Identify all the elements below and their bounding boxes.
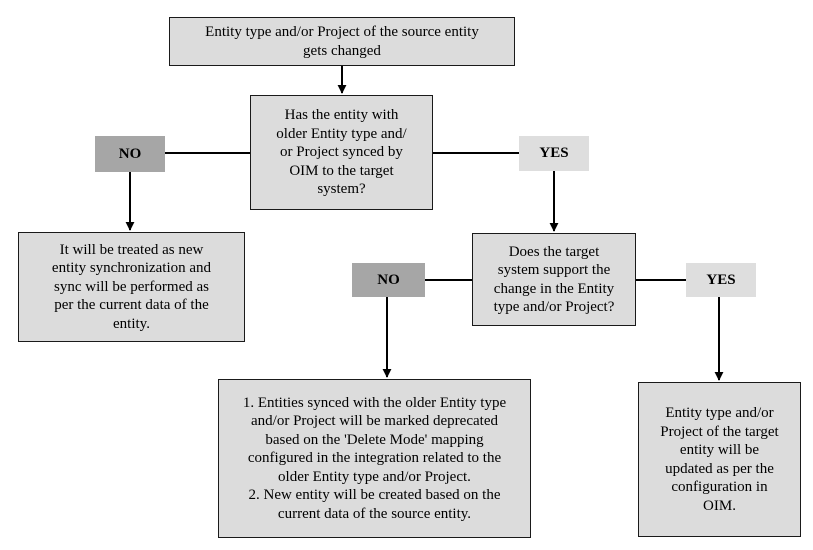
yes-label-1: YES bbox=[519, 136, 589, 171]
question-support-box: Does the target system support the chang… bbox=[472, 233, 636, 326]
question-synced-box: Has the entity with older Entity type an… bbox=[250, 95, 433, 210]
start-box: Entity type and/or Project of the source… bbox=[169, 17, 515, 66]
deprecated-box: 1. Entities synced with the older Entity… bbox=[218, 379, 531, 538]
no-label-2: NO bbox=[352, 263, 425, 297]
updated-box: Entity type and/or Project of the target… bbox=[638, 382, 801, 537]
yes-label-2: YES bbox=[686, 263, 756, 297]
treated-new-box: It will be treated as new entity synchro… bbox=[18, 232, 245, 342]
no-label-1: NO bbox=[95, 136, 165, 172]
